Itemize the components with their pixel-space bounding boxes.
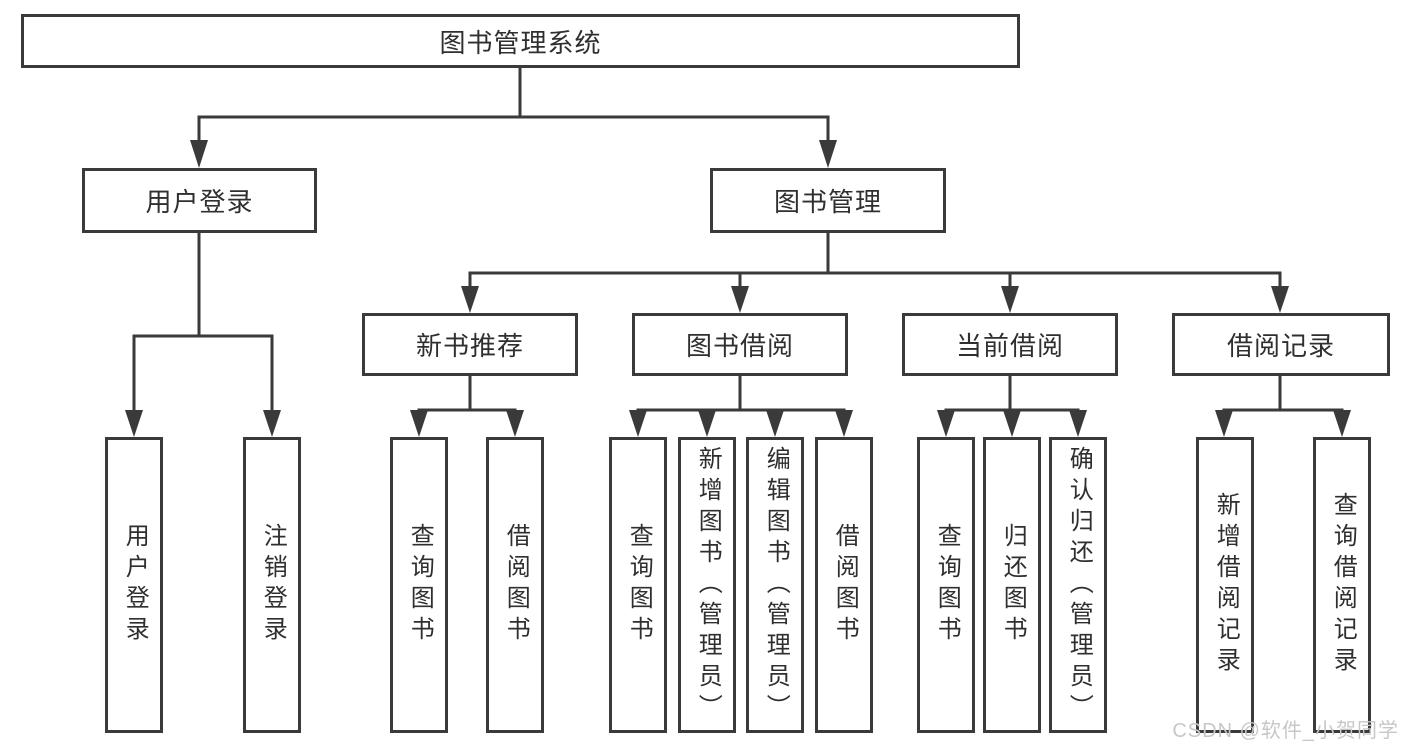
node-borrow-records: 借阅记录 [1172, 313, 1390, 376]
node-book-management: 图书管理 [710, 168, 946, 233]
node-label: 借阅图书 [831, 523, 859, 647]
node-label: 查询借阅记录 [1329, 492, 1357, 678]
leaf-edit-books-admin: 编辑图书（管理员） [746, 437, 804, 733]
leaf-return-books: 归还图书 [983, 437, 1041, 733]
node-label: 图书借阅 [685, 331, 794, 361]
node-label: 归还图书 [999, 523, 1027, 647]
leaf-query-books-recommend: 查询图书 [390, 437, 448, 733]
leaf-user-login: 用户登录 [105, 437, 163, 733]
leaf-add-books-admin: 新增图书（管理员） [678, 437, 736, 733]
node-label: 查询图书 [625, 523, 653, 647]
arrowhead-icons [125, 140, 1351, 437]
node-label: 查询图书 [933, 523, 961, 647]
node-label: 当前借阅 [955, 331, 1064, 361]
leaf-borrow-books-recommend: 借阅图书 [486, 437, 544, 733]
node-label: 新增图书（管理员） [694, 445, 722, 725]
node-label: 编辑图书（管理员） [762, 445, 790, 725]
node-label: 注销登录 [259, 523, 287, 647]
node-label: 图书管理系统 [439, 27, 602, 58]
leaf-query-books-borrow: 查询图书 [609, 437, 667, 733]
leaf-confirm-return-admin: 确认归还（管理员） [1049, 437, 1107, 733]
node-label: 新增借阅记录 [1212, 492, 1240, 678]
node-label: 确认归还（管理员） [1065, 445, 1093, 725]
leaf-borrow-books: 借阅图书 [815, 437, 873, 733]
node-current-borrow: 当前借阅 [902, 313, 1118, 376]
leaf-query-borrow-record: 查询借阅记录 [1313, 437, 1371, 733]
node-library-management-system: 图书管理系统 [21, 14, 1020, 68]
node-label: 借阅记录 [1226, 331, 1335, 361]
leaf-query-books-current: 查询图书 [917, 437, 975, 733]
node-book-borrow: 图书借阅 [632, 313, 848, 376]
node-label: 借阅图书 [502, 523, 530, 647]
node-user-login: 用户登录 [82, 168, 317, 233]
node-label: 查询图书 [406, 523, 434, 647]
leaf-add-borrow-record: 新增借阅记录 [1196, 437, 1254, 733]
node-label: 用户登录 [121, 523, 149, 647]
node-label: 图书管理 [773, 187, 882, 217]
node-label: 用户登录 [145, 187, 254, 217]
node-new-book-recommend: 新书推荐 [362, 313, 578, 376]
node-label: 新书推荐 [415, 331, 524, 361]
leaf-logout: 注销登录 [243, 437, 301, 733]
